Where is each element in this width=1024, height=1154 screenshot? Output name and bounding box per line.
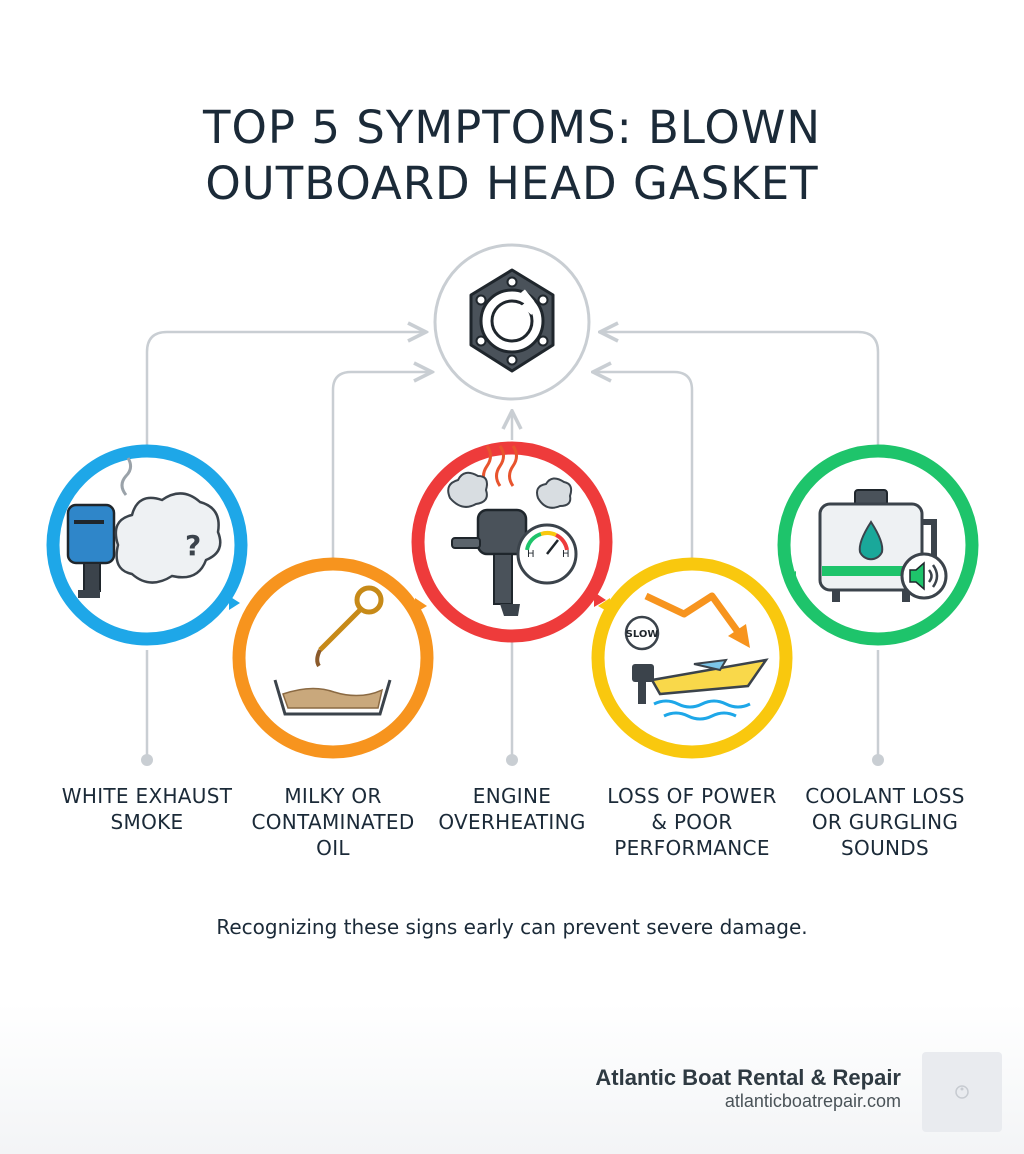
brand-url: atlanticboatrepair.com: [724, 1091, 901, 1111]
footer-band: [0, 1002, 1024, 1154]
symptom-circle-coolant: [777, 444, 979, 646]
head-gasket-icon: [469, 268, 555, 373]
brand-logo: [922, 1052, 1002, 1132]
symptom-label-power: LOSS OF POWER & POOR PERFORMANCE: [607, 784, 777, 860]
title-line-1: TOP 5 SYMPTOMS: BLOWN: [203, 101, 821, 154]
label-drop-lines: [145, 632, 880, 760]
hub-circle: [433, 243, 591, 401]
slow-boat-icon: SLOW: [624, 592, 769, 721]
oil-dipstick-icon: [273, 585, 392, 716]
logo-icon: [955, 1085, 969, 1099]
symptom-circle-oil: [232, 557, 434, 759]
symptom-circle-power: SLOW: [591, 557, 793, 759]
connector-power: [593, 372, 694, 560]
page-title: TOP 5 SYMPTOMS: BLOWN OUTBOARD HEAD GASK…: [0, 100, 1024, 212]
symptom-label-overheat: ENGINE OVERHEATING: [438, 784, 586, 834]
svg-text:H: H: [562, 549, 570, 560]
symptom-label-oil: MILKY OR CONTAMINATED OIL: [251, 784, 415, 860]
svg-text:SLOW: SLOW: [626, 629, 659, 640]
title-line-2: OUTBOARD HEAD GASKET: [205, 157, 819, 210]
symptom-label-coolant: COOLANT LOSS OR GURGLING SOUNDS: [805, 784, 965, 860]
brand-name: Atlantic Boat Rental & Repair: [595, 1065, 901, 1090]
label-dots: [141, 754, 884, 766]
connector-coolant: [600, 332, 880, 455]
footnote-text: Recognizing these signs early can preven…: [216, 915, 808, 939]
symptom-circle-overheat: H H: [411, 441, 613, 643]
connector-oil: [331, 372, 432, 560]
connector-lines: [145, 332, 880, 560]
smoking-outboard-icon: ?: [66, 457, 222, 598]
overheating-engine-icon: H H: [447, 445, 578, 616]
connector-smoke: [145, 332, 426, 455]
symptom-circle-smoke: ?: [46, 444, 248, 646]
svg-text:?: ?: [185, 529, 201, 562]
svg-text:H: H: [527, 549, 535, 560]
symptom-label-smoke: WHITE EXHAUST SMOKE: [61, 784, 233, 834]
coolant-tank-icon: [818, 489, 948, 602]
